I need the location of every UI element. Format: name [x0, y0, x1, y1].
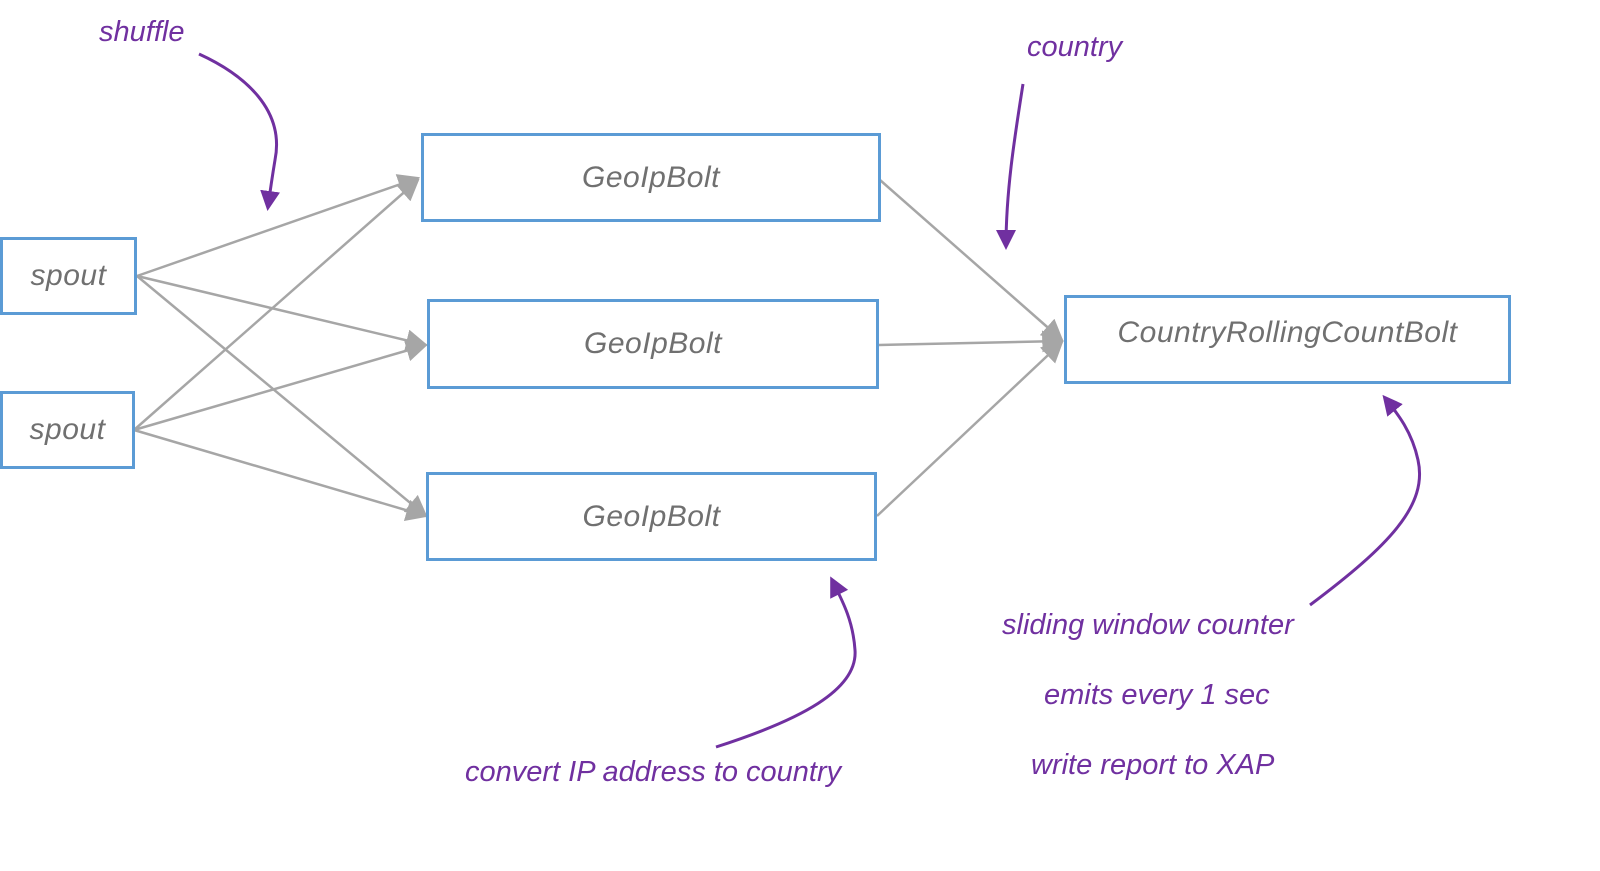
- edge-geoip-1-to-rolling-count: [879, 179, 1064, 342]
- edge-geoip-3-to-rolling-count: [876, 340, 1064, 517]
- annotation-write-report: write report to XAP: [1031, 749, 1275, 781]
- country-rolling-count-bolt-node: CountryRollingCountBolt: [1064, 295, 1511, 384]
- geoip-bolt-node-2: GeoIpBolt: [427, 299, 879, 389]
- edge-geoip-2-to-rolling-count: [878, 330, 1065, 353]
- edge-spout-2-to-geoip-3: [133, 428, 429, 521]
- spout-node-2-label: spout: [29, 413, 106, 446]
- country-rolling-count-bolt-label: CountryRollingCountBolt: [1117, 316, 1458, 349]
- convert-pointer-arrow: [715, 576, 857, 749]
- spout-node-1: spout: [0, 237, 137, 315]
- edge-spout-2-to-geoip-2: [133, 339, 429, 432]
- geoip-bolt-node-3-label: GeoIpBolt: [582, 499, 721, 533]
- edge-spout-1-to-geoip-1: [136, 174, 421, 278]
- spout-node-1-label: spout: [30, 259, 107, 292]
- annotation-sliding-window: sliding window counter: [1002, 609, 1294, 641]
- country-pointer-arrow: [996, 83, 1025, 250]
- edge-spout-2-to-geoip-1: [133, 178, 420, 431]
- shuffle-pointer-arrow: [198, 52, 281, 211]
- edge-spout-1-to-geoip-3: [136, 275, 428, 518]
- annotation-convert-ip: convert IP address to country: [465, 756, 842, 788]
- annotation-emits-every: emits every 1 sec: [1044, 679, 1270, 711]
- annotation-shuffle: shuffle: [99, 16, 185, 48]
- geoip-bolt-node-3: GeoIpBolt: [426, 472, 877, 561]
- geoip-bolt-node-1: GeoIpBolt: [421, 133, 881, 222]
- spout-node-2: spout: [0, 391, 135, 469]
- geoip-bolt-node-2-label: GeoIpBolt: [584, 327, 722, 360]
- sliding-pointer-arrow: [1309, 394, 1421, 607]
- annotation-country: country: [1027, 31, 1123, 63]
- edge-spout-1-to-geoip-2: [136, 274, 429, 352]
- geoip-bolt-node-1-label: GeoIpBolt: [582, 160, 720, 194]
